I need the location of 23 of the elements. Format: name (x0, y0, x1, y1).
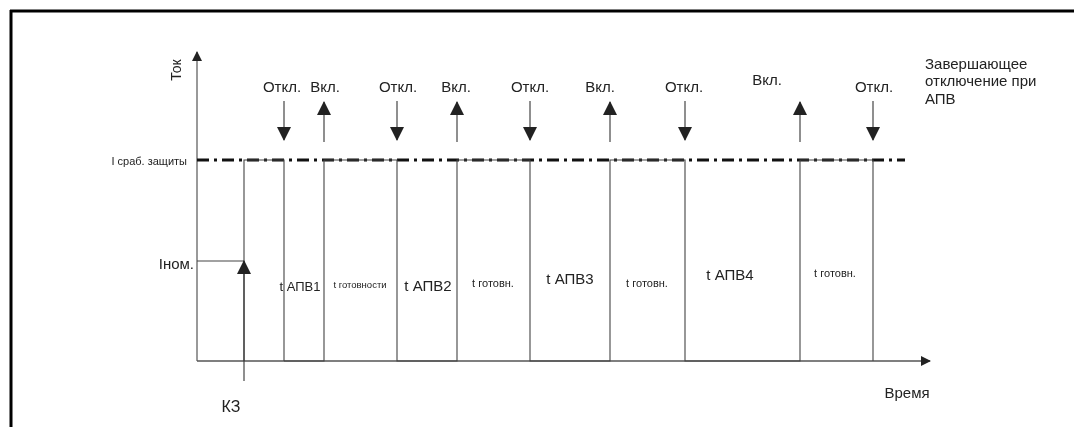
interval-label: t АПВ2 (404, 277, 452, 295)
level-label: Iном. (158, 255, 194, 273)
switch-label: Откл. (664, 78, 704, 96)
switch-label: Откл. (262, 78, 302, 96)
interval-label: t АПВ3 (546, 270, 594, 288)
interval-label: t готовности (333, 279, 387, 291)
switch-label: Вкл. (310, 78, 340, 96)
interval-label: t АПВ1 (279, 279, 321, 295)
switch-label: Откл. (854, 78, 894, 96)
axis-label: Время (884, 384, 930, 402)
level-label: I сраб. защиты (111, 154, 187, 168)
axis-label: Ток (167, 59, 185, 81)
switch-label: Вкл. (441, 78, 471, 96)
switch-label: Вкл. (752, 71, 782, 89)
event-label: КЗ (221, 397, 241, 417)
note-text: Завершающее отключение при АПВ (925, 55, 1038, 107)
interval-label: t готовн. (626, 276, 668, 290)
interval-label: t АПВ4 (706, 266, 754, 284)
switch-label: Вкл. (585, 78, 615, 96)
switch-label: Откл. (510, 78, 550, 96)
switch-label: Откл. (378, 78, 418, 96)
interval-label: t готовн. (472, 276, 514, 290)
interval-label: t готовн. (814, 266, 856, 280)
